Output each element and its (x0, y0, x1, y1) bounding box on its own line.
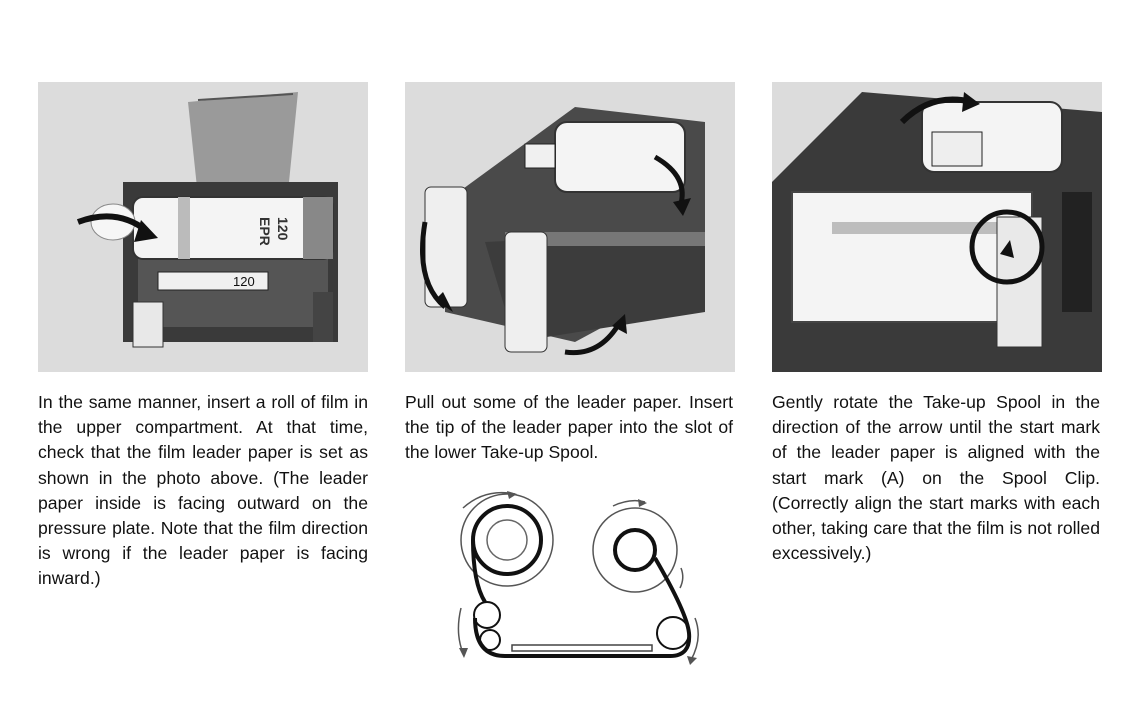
caption-step-2: Pull out some of the leader paper. Inser… (405, 392, 733, 463)
film-path-drawing (457, 491, 699, 665)
film-type-text: EPR (257, 217, 273, 246)
leader-paper-illustration (405, 82, 735, 372)
film-size-text: 120 (275, 217, 291, 241)
film-path-diagram (445, 488, 715, 670)
insert-label-text: 120 (233, 274, 255, 289)
photo-leader-paper (405, 82, 735, 372)
photo-take-up-spool (772, 82, 1102, 372)
film-insertion-illustration: 120 120 EPR (38, 82, 368, 372)
caption-step-1: In the same manner, insert a roll of fil… (38, 392, 368, 589)
photo-film-insertion: 120 120 EPR (38, 82, 368, 372)
caption-step-3: Gently rotate the Take-up Spool in the d… (772, 392, 1100, 564)
take-up-spool-illustration (772, 82, 1102, 372)
